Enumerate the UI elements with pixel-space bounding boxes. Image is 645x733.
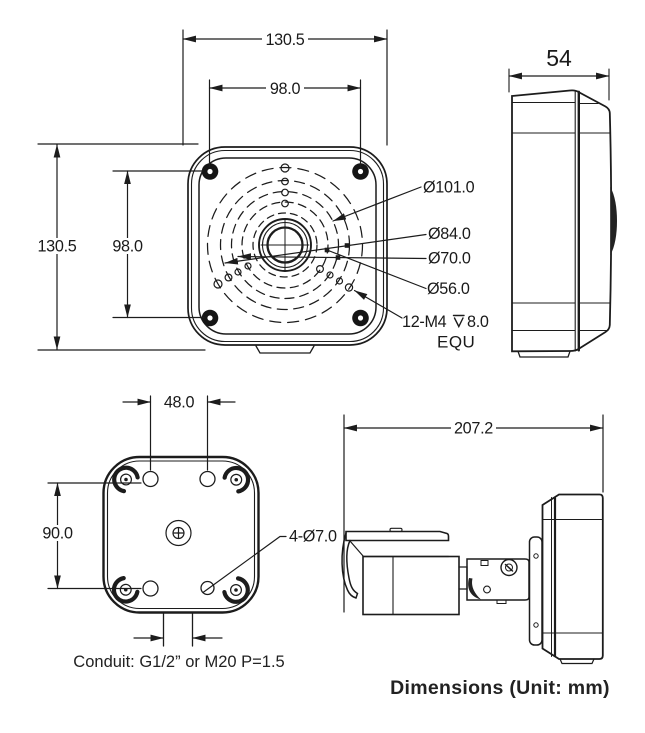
rear-box-outer-outline — [102, 455, 260, 614]
camera-dimension — [343, 414, 604, 613]
front-view — [187, 146, 388, 354]
bracket-hinge — [468, 578, 481, 600]
corner-pad-tl — [114, 468, 137, 491]
callout-d70: Ø70.0 — [428, 250, 471, 268]
corner-pad-br — [224, 578, 247, 601]
bracket-lock-screw — [500, 558, 518, 577]
leader-d56 — [326, 249, 427, 290]
callout-mount-holes: 4-Ø7.0 — [289, 528, 337, 546]
conduit-note: Conduit: G1/2” or M20 P=1.5 — [73, 653, 284, 671]
dim-depth: 54 — [546, 45, 572, 71]
corner-screws — [201, 163, 369, 327]
dim-hole-spacing-v: 90.0 — [42, 524, 73, 542]
callout-d56: Ø56.0 — [427, 280, 470, 298]
bracket-mount-plate — [528, 536, 543, 646]
units-caption: Dimensions (Unit: mm) — [390, 677, 610, 699]
rear-center-screw — [165, 519, 192, 547]
corner-pad-bl — [114, 578, 137, 601]
camera-body — [362, 555, 460, 616]
conduit-knockout-tab — [162, 611, 194, 647]
front-view-dimensions — [37, 29, 465, 351]
leader-d70 — [237, 253, 427, 260]
leader-thread — [353, 289, 403, 319]
camera-side-view — [341, 493, 604, 665]
rear-mount-holes — [142, 470, 216, 597]
leader-d101 — [332, 186, 422, 222]
thread-holes — [213, 163, 354, 292]
side-latch-tab — [610, 187, 617, 255]
side-bottom-tab — [517, 350, 571, 358]
dim-height-outer: 130.5 — [37, 237, 76, 255]
junction-box-bottom-tab — [559, 658, 595, 665]
callout-thread-note: EQU — [437, 333, 475, 352]
rear-box-inner-outline — [106, 460, 256, 610]
front-box-outer-outline — [187, 146, 388, 346]
side-view — [508, 68, 617, 358]
corner-pad-tr — [225, 468, 248, 491]
dim-length: 207.2 — [454, 419, 493, 437]
camera-bracket-arm — [466, 558, 530, 601]
rear-view — [102, 455, 260, 647]
front-box-bottom-tab — [255, 345, 315, 354]
camera-sunshade — [345, 530, 450, 542]
leader-mount-holes — [202, 535, 287, 594]
side-body-outline — [511, 89, 613, 353]
depth-symbol-icon — [452, 314, 465, 329]
rear-view-dimensions — [47, 395, 287, 642]
dim-width-outer: 130.5 — [265, 31, 304, 49]
dim-height-inner: 98.0 — [112, 237, 143, 255]
front-box-mid-outline — [190, 149, 385, 343]
callout-thread-depth: 8.0 — [467, 313, 489, 331]
callout-thread-prefix: 12-M4 — [402, 313, 447, 331]
callout-d101: Ø101.0 — [423, 179, 475, 197]
callout-d84: Ø84.0 — [428, 225, 471, 243]
center-conduit-hole — [258, 218, 312, 272]
junction-box-side — [541, 493, 604, 660]
dim-hole-spacing-h: 48.0 — [164, 393, 195, 411]
front-box-inner-face — [198, 157, 377, 335]
dim-width-inner: 98.0 — [270, 80, 301, 98]
